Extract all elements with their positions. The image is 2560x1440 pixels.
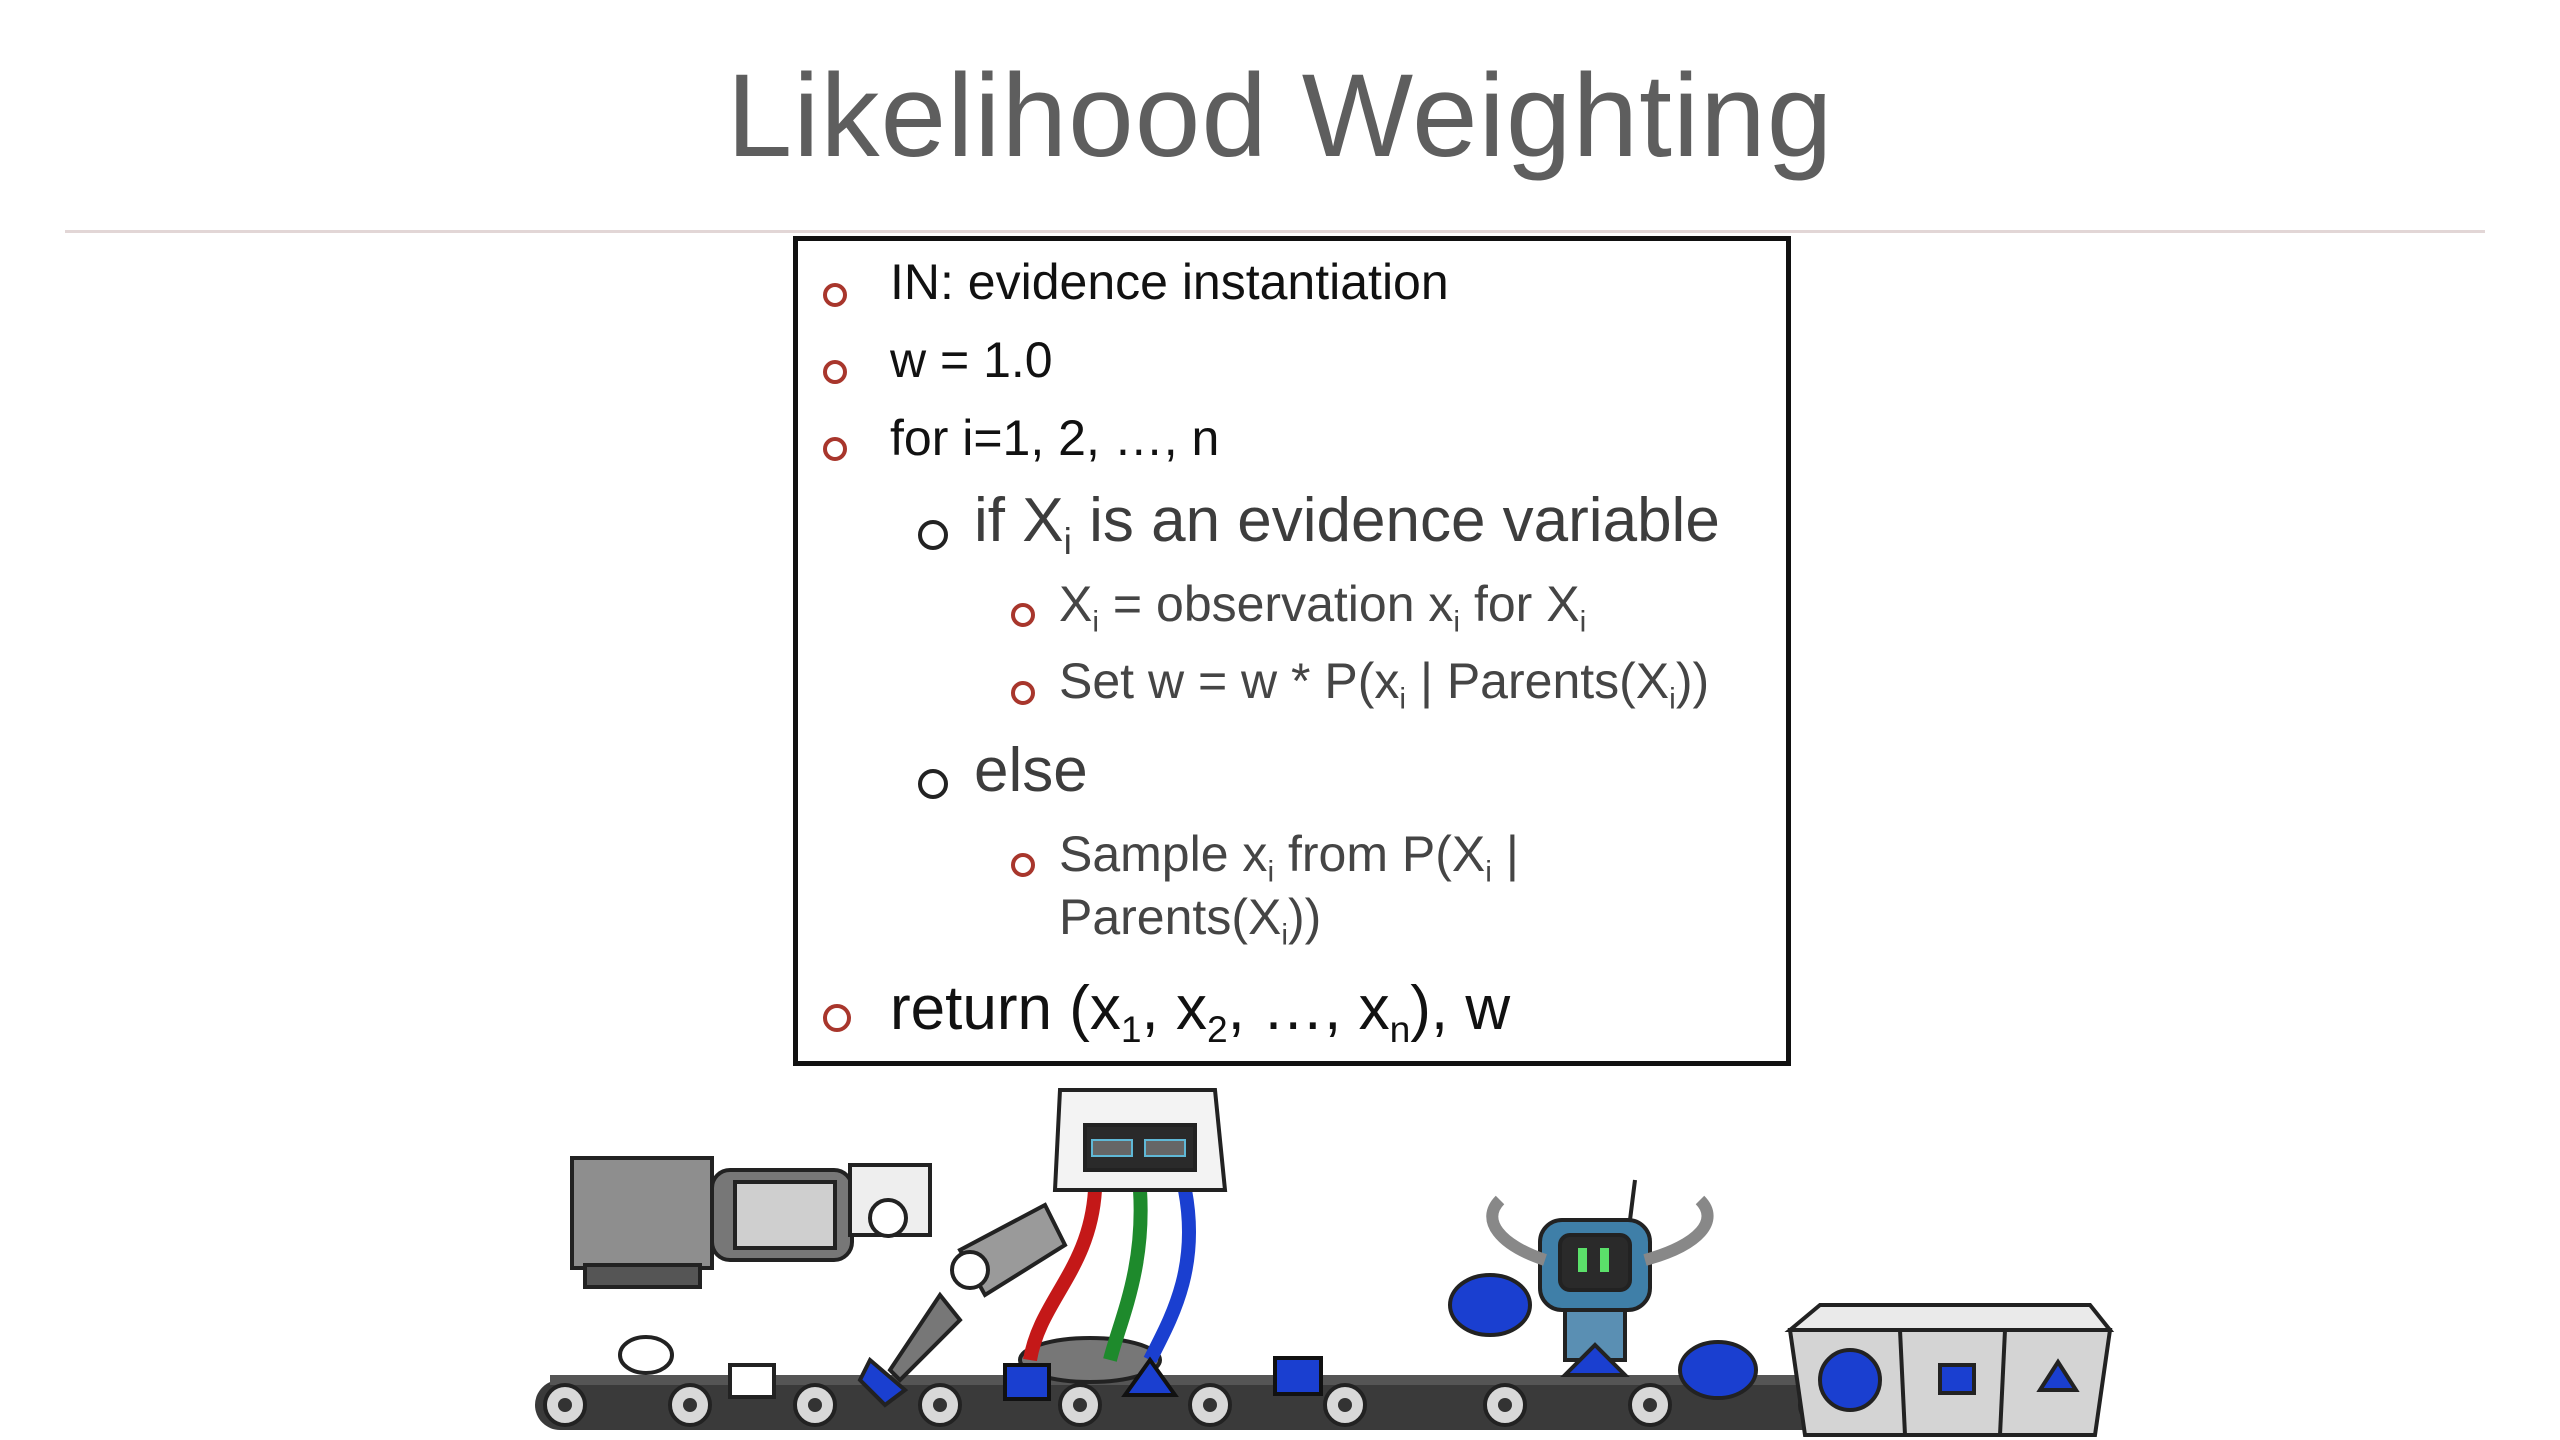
algorithm-box: IN: evidence instantiation w = 1.0 for i… [793, 236, 1791, 1066]
else-line: else [974, 736, 1088, 805]
bullet-icon [1011, 681, 1035, 705]
bullet-icon [823, 437, 847, 461]
bullet-icon [918, 769, 948, 799]
bullet-icon [823, 283, 847, 307]
sample-line: Sample xi from P(Xi | [1059, 826, 1519, 889]
return-line: return (x1, x2, …, xn), w [890, 974, 1511, 1051]
sample-line-continued: Parents(Xi)) [1059, 889, 1322, 952]
if-evidence-line: if Xi is an evidence variable [974, 486, 1720, 563]
sorter-robot [1448, 1179, 1758, 1400]
set-weight-line: Set w = w * P(xi | Parents(Xi)) [1059, 653, 1710, 716]
sorting-bins [1784, 1303, 2115, 1437]
blue-cube [1273, 1356, 1323, 1396]
bullet-icon [918, 520, 948, 550]
blue-pyramid [1121, 1356, 1179, 1397]
title-divider [65, 230, 2485, 233]
weight-init-line: w = 1.0 [890, 332, 1053, 388]
control-panel [1052, 1088, 1228, 1192]
dispenser-machine [570, 1156, 932, 1289]
conveyor-belt [535, 1375, 1855, 1430]
for-loop-line: for i=1, 2, …, n [890, 410, 1220, 466]
robot-factory-conveyor-illustration [535, 1088, 2115, 1437]
painter-robot [857, 1202, 1162, 1408]
bullet-icon [1011, 603, 1035, 627]
white-ball [618, 1335, 674, 1375]
bullet-icon [1011, 853, 1035, 877]
slide-title: Likelihood Weighting [726, 50, 1834, 182]
white-cube [728, 1363, 776, 1399]
bullet-icon [823, 1004, 851, 1032]
blue-cube [1003, 1363, 1051, 1401]
input-line: IN: evidence instantiation [890, 254, 1449, 310]
paint-hoses [1023, 1188, 1196, 1364]
observation-line: Xi = observation xi for Xi [1059, 576, 1587, 639]
bullet-icon [823, 360, 847, 384]
